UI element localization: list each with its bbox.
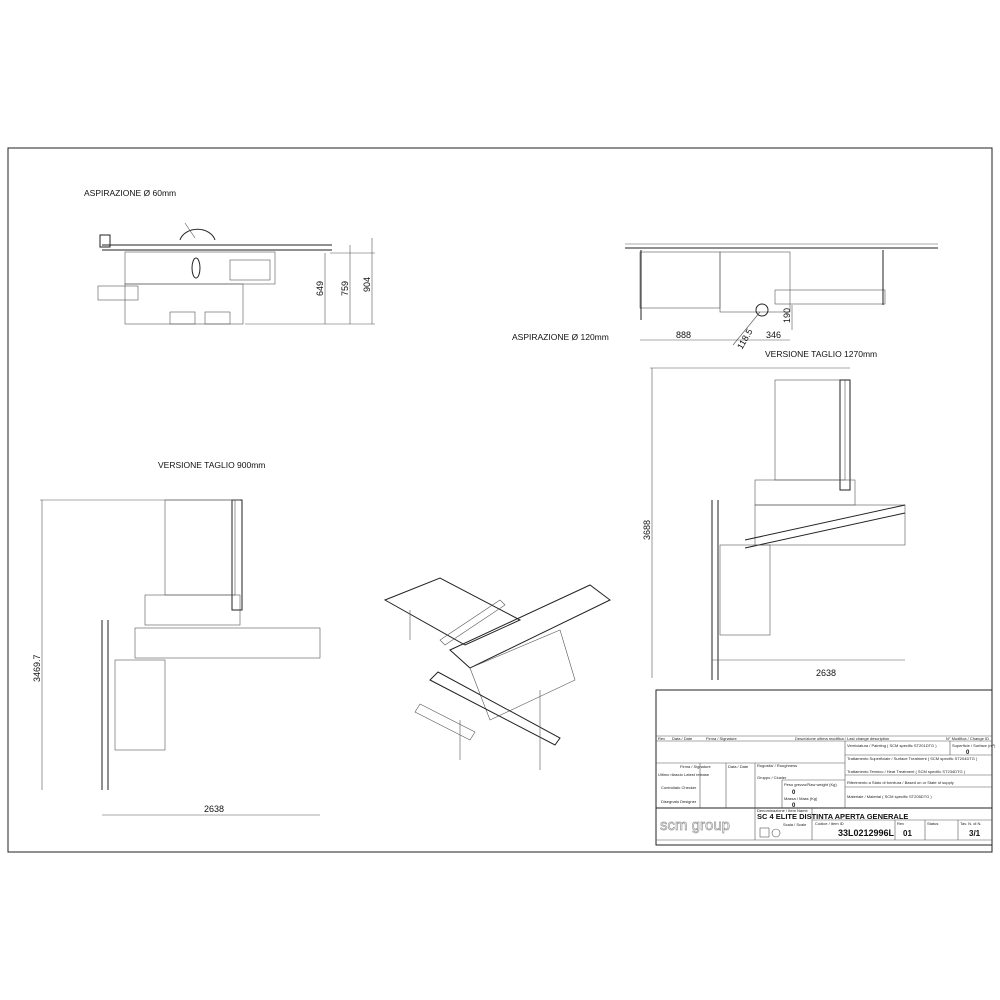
heat-treatment-label: Trattamento Termico / Heat Treatment ( S…	[847, 769, 966, 774]
firma-label: Firma / Signature	[680, 764, 711, 769]
supply-state-label: Riferimento a Stato di fornitura / Based…	[847, 780, 954, 785]
painting-label: Verniciatura / Painting ( SCM specific S…	[847, 743, 937, 748]
surface-treatment-label: Trattamento Superficiale / Surface Treat…	[847, 756, 978, 761]
rev-value: 01	[903, 829, 912, 838]
item-name: SC 4 ELITE DISTINTA APERTA GENERALE	[757, 812, 908, 821]
material-label: Materiale / Material ( SCM specific ST20…	[847, 794, 932, 799]
title-block: Rev Data / Date Firma / Signature Descri…	[655, 689, 996, 846]
top-view-1270: VERSIONE TAGLIO 1270mm 3688 2638	[642, 349, 906, 680]
side-view-right: 888 346 190 118.5 ASPIRAZIONE Ø 120mm	[512, 243, 938, 351]
dim-2638-right: 2638	[816, 668, 836, 678]
designer-label: Disegnato Designer	[661, 799, 697, 804]
projection-symbol-icon	[759, 827, 770, 838]
change-id-header: N° Modifica / Change ID	[946, 736, 989, 741]
top-view-900: VERSIONE TAGLIO 900mm 3469.7 2638	[32, 460, 321, 816]
label-versione-1270: VERSIONE TAGLIO 1270mm	[765, 349, 877, 359]
dim-759: 759	[340, 281, 350, 296]
scale-label: Scala / Scale	[783, 822, 807, 827]
dim-3469-7: 3469.7	[32, 654, 42, 682]
group-label: Gruppo / Cluster	[757, 775, 787, 780]
mass-value: 0	[792, 803, 796, 809]
label-versione-900: VERSIONE TAGLIO 900mm	[158, 460, 265, 470]
signature-header: Firma / Signature	[706, 736, 737, 741]
item-name-label: Denominazione / Item Name	[757, 808, 808, 813]
rev-label: Rev	[897, 821, 904, 826]
sheet-label: Tav. N. di N.	[960, 821, 982, 826]
latest-release-label: Ultimo rilascio Latest release	[658, 772, 710, 777]
status-label: Status	[927, 821, 938, 826]
label-aspirazione-120: ASPIRAZIONE Ø 120mm	[512, 332, 609, 342]
last-change-header: Descrizione ultima modifica / Last chang…	[795, 736, 889, 741]
sheet-value: 3/1	[969, 829, 981, 838]
roughness-label: Rugosita' / Roughness	[757, 763, 797, 768]
surface-label: Superficie / Surface (m²)	[952, 743, 996, 748]
dim-190: 190	[782, 308, 792, 323]
mass-label: Massa / Mass (Kg)	[784, 796, 818, 801]
drawing-frame	[7, 147, 993, 853]
scm-group-logo: scm group	[660, 817, 730, 834]
dim-904: 904	[362, 277, 372, 292]
checker-label: Controllato Checker	[661, 785, 697, 790]
date-header: Data / Date	[672, 736, 693, 741]
label-aspirazione-60: ASPIRAZIONE Ø 60mm	[84, 188, 176, 198]
dim-649: 649	[315, 281, 325, 296]
dim-2638-left: 2638	[204, 804, 224, 814]
rev-header: Rev	[658, 736, 665, 741]
raw-weight-label: Peso grezzo/Raw weight (Kg)	[784, 782, 837, 787]
dim-3688: 3688	[642, 520, 652, 540]
raw-weight-value: 0	[792, 790, 796, 796]
dim-346: 346	[766, 330, 781, 340]
isometric-view	[383, 577, 611, 770]
item-code: 33L0212996L	[838, 828, 895, 838]
dim-888: 888	[676, 330, 691, 340]
crosshair-symbol-icon	[771, 828, 781, 838]
dim-118-5: 118.5	[735, 327, 755, 351]
data-label: Data / Date	[728, 764, 749, 769]
side-view-left: 649 759 904 ASPIRAZIONE Ø 60mm	[84, 188, 375, 325]
code-label: Codice / Item ID	[815, 821, 844, 826]
surface-value: 0	[966, 750, 970, 756]
